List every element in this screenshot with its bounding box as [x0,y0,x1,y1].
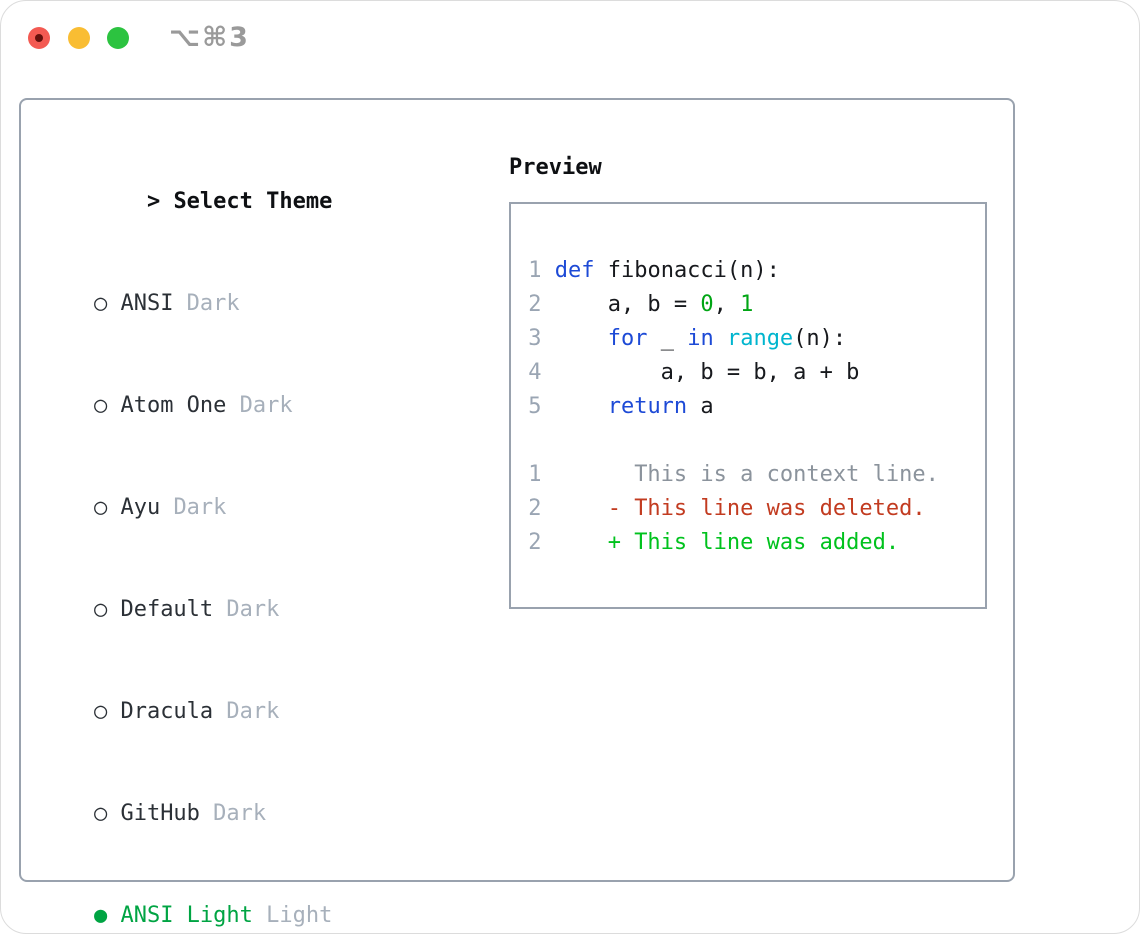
code-segment [714,326,727,351]
select-theme-header: > Select Theme [41,151,412,253]
theme-variant-tag: Dark [213,801,267,826]
code-segment [555,394,608,419]
code-segment: , [713,292,741,317]
code-segment: - This line was deleted. [554,496,926,521]
line-number: 5 [528,394,542,419]
line-number: 2 [528,530,542,555]
radio-icon: ○ [93,597,108,622]
code-segment [555,326,608,351]
prompt-icon: > [146,189,161,214]
theme-name: Atom One [120,393,227,418]
radio-icon: ○ [93,393,108,418]
radio-icon: ● [93,903,108,928]
code-line [515,220,985,254]
radio-icon: ○ [93,699,108,724]
code-line: 2 - This line was deleted. [515,492,985,526]
line-number: 2 [528,292,542,317]
code-line: 1 def fibonacci(n): [515,254,985,288]
code-line: 3 for _ in range(n): [515,322,985,356]
titlebar: ⌥⌘3 [1,1,1139,75]
code-segment: (n): [793,326,847,351]
code-segment: 0 [700,292,714,317]
theme-option[interactable]: ○ Default Dark [41,559,412,661]
theme-option[interactable]: ● ANSI Light Light [41,865,412,933]
code-segment: + This line was added. [554,530,900,555]
theme-name: Default [120,597,214,622]
line-number: 3 [528,326,542,351]
code-segment: 1 [740,292,754,317]
radio-icon: ○ [93,801,108,826]
code-line: 5 return a [515,390,985,424]
theme-name: ANSI Light [120,903,253,928]
code-line: 1 This is a context line. [515,458,985,492]
code-line [515,424,985,458]
code-segment: for [607,326,648,351]
theme-option[interactable]: ○ Atom One Dark [41,355,412,457]
line-number: 2 [528,496,542,521]
theme-name: Ayu [120,495,161,520]
line-number: 4 [528,360,542,385]
code-line: 2 a, b = 0, 1 [515,288,985,322]
theme-variant-tag: Dark [186,291,240,316]
close-button[interactable] [28,27,50,49]
theme-variant-tag: Dark [239,393,293,418]
theme-option[interactable]: ○ ANSI Dark [41,253,412,355]
code-line: 4 a, b = b, a + b [515,356,985,390]
code-line: 2 + This line was added. [515,526,985,560]
theme-name: GitHub [120,801,200,826]
preview-title: Preview [509,155,602,180]
code-segment: fibonacci(n): [594,258,780,283]
theme-variant-tag: Light [266,903,333,928]
zoom-button[interactable] [107,27,129,49]
theme-option[interactable]: ○ GitHub Dark [41,763,412,865]
minimize-button[interactable] [68,27,90,49]
radio-icon: ○ [93,495,108,520]
theme-option[interactable]: ○ Dracula Dark [41,661,412,763]
line-number: 1 [528,462,542,487]
code-segment: return [607,394,688,419]
theme-variant-tag: Dark [226,597,280,622]
theme-option[interactable]: ○ Ayu Dark [41,457,412,559]
code-segment: a, b = [554,292,701,317]
line-number: 1 [528,258,542,283]
radio-icon: ○ [93,291,108,316]
code-segment: a, b = b, a + b [554,360,860,385]
window-shortcut-label: ⌥⌘3 [169,22,250,53]
code-segment: def [554,258,595,283]
select-theme-title: Select Theme [173,189,333,214]
code-segment: a [687,394,714,419]
theme-variant-tag: Dark [226,699,280,724]
theme-name: Dracula [120,699,214,724]
theme-name: ANSI [120,291,174,316]
code-segment: _ [647,326,688,351]
code-segment: range [726,326,794,351]
theme-variant-tag: Dark [173,495,227,520]
code-segment: in [687,326,714,351]
code-segment: This is a context line. [554,462,939,487]
